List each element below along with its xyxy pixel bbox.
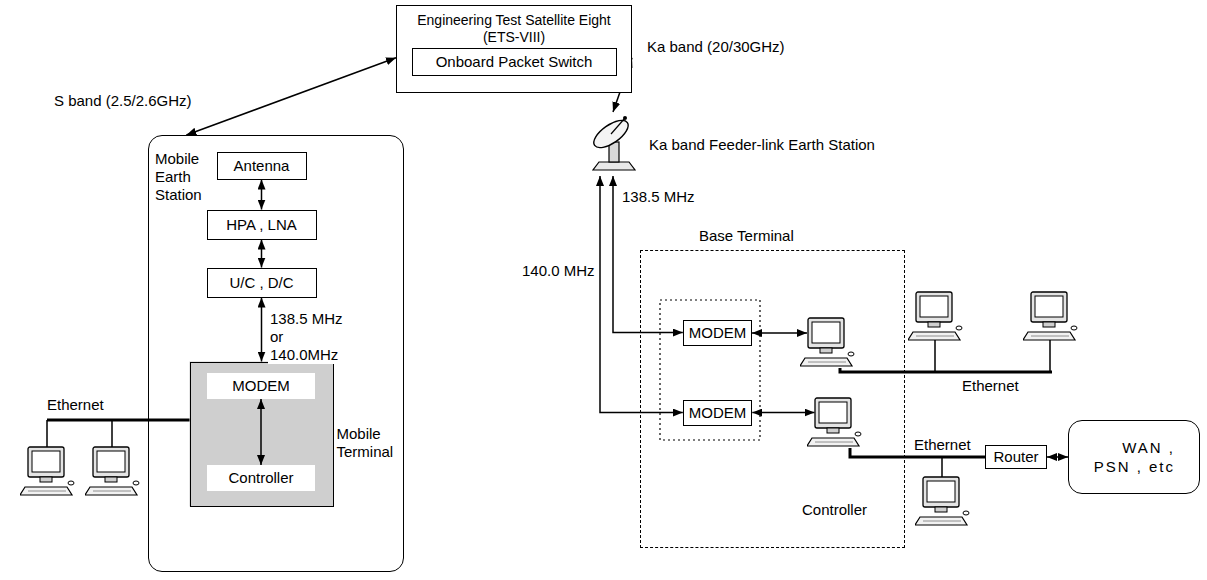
ethernet-drop <box>941 457 943 477</box>
link-arrow <box>260 399 262 465</box>
link-arrow <box>752 412 814 414</box>
link-label: 140.0 MHz <box>520 262 597 280</box>
node-text: Engineering Test Satellite Eight (ETS-VI… <box>405 12 623 46</box>
ethernet-drop <box>47 420 112 447</box>
node-text: Onboard Packet Switch <box>436 53 593 71</box>
satellite-box: Engineering Test Satellite Eight (ETS-VI… <box>396 5 632 93</box>
node-text: Mobile Terminal <box>337 425 401 461</box>
network-label: Ethernet <box>960 377 1021 395</box>
modem-box: MODEM <box>683 400 753 426</box>
modem-label-box: MODEM <box>207 373 315 399</box>
link-arrow <box>261 180 263 210</box>
controller-label-box: Controller <box>207 465 315 491</box>
node-text: Ka band Feeder-link Earth Station <box>649 136 875 154</box>
node-text: U/C , D/C <box>229 274 293 292</box>
network-label: Ethernet <box>45 396 106 414</box>
node-text: WAN , PSN , etc <box>1093 438 1175 477</box>
computer-icon <box>908 292 962 340</box>
link-label: 138.5 MHz <box>620 188 697 206</box>
link-label: 138.5 MHz or 140.0MHz <box>268 310 356 364</box>
node-text: Router <box>993 448 1038 466</box>
link-arrow <box>600 176 683 413</box>
computer-icon <box>915 477 969 525</box>
ethernet-line <box>840 368 1052 372</box>
link-arrow <box>186 58 396 135</box>
computer-icon <box>85 447 139 495</box>
computer-icon <box>20 447 74 495</box>
mobile-terminal-box: Mobile TerminalMODEMController <box>190 362 334 507</box>
feeder-earth-station: Ka band Feeder-link Earth Station <box>583 112 893 176</box>
modem-box: MODEM <box>683 320 753 346</box>
ethernet-drop <box>935 340 1050 372</box>
node-text: MODEM <box>689 324 747 342</box>
node-text: MODEM <box>689 404 747 422</box>
base-terminal-outline: Base TerminalMODEMMODEMController <box>640 250 905 548</box>
computer-icon <box>800 318 854 366</box>
router-box: Router <box>985 445 1047 469</box>
computer-icon <box>1023 292 1077 340</box>
node-text: Mobile Earth Station <box>155 150 213 204</box>
link-arrow <box>261 298 263 362</box>
ethernet-line <box>47 419 190 422</box>
link-arrow <box>1047 456 1068 458</box>
modem-group-outline <box>660 300 760 440</box>
packet-switch-box: Onboard Packet Switch <box>412 48 617 76</box>
node-text: Controller <box>795 501 875 519</box>
network-cloud-box: WAN , PSN , etc <box>1068 420 1200 494</box>
modem-link <box>752 332 807 334</box>
link-arrow <box>261 240 263 268</box>
computer-icon <box>807 396 862 451</box>
node-text: HPA , LNA <box>226 216 297 234</box>
link-label: Ka band (20/30GHz) <box>645 38 787 56</box>
dish-icon <box>583 112 645 174</box>
antenna-box: Antenna <box>217 152 307 180</box>
terminal-fill <box>190 362 334 507</box>
controller-computer: Controller <box>795 396 875 521</box>
link-label: S band (2.5/2.6GHz) <box>52 92 194 110</box>
network-label: Ethernet <box>912 436 973 454</box>
node-text: Antenna <box>234 157 290 175</box>
amplifier-box: HPA , LNA <box>207 210 317 240</box>
node-text: MODEM <box>232 377 290 395</box>
node-text: Base Terminal <box>699 227 794 245</box>
converter-box: U/C , D/C <box>207 268 317 298</box>
node-text: Controller <box>228 469 293 487</box>
